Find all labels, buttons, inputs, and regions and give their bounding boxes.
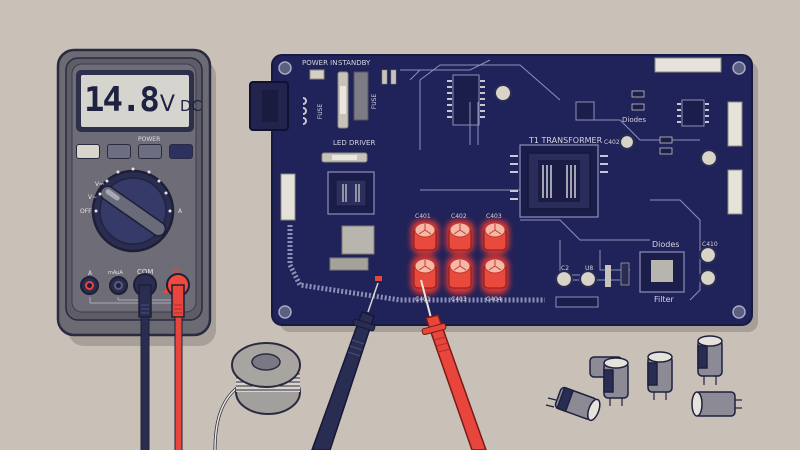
label-led-driver: LED DRIVER [333,139,376,147]
lcd-reading-value: 14.8 [84,80,160,120]
ma-jack[interactable] [109,276,128,295]
cap-label: C401 [415,213,431,220]
label-standby: STANDBY [338,59,371,67]
power-button-label: POWER [138,136,161,143]
hold-button[interactable] [76,144,100,159]
black-probe [311,276,382,450]
dial-label-a: A [178,208,183,215]
cap-label: C403 [451,296,467,303]
dial-label-v-dc: V⎓ [95,181,104,188]
jack-label-v: VΩ [172,268,181,275]
cap-label: C402 [451,213,467,220]
power-button[interactable] [138,144,162,159]
jack-label-a: A [88,270,93,277]
label-c410: C410 [702,241,718,248]
lcd-display: 14.8 V DC [84,80,202,126]
backlight-button[interactable] [169,144,193,159]
label-c402-right: C402 [604,139,620,146]
dial-label-off: OFF [80,208,92,215]
cap-label: C401 [415,296,431,303]
range-button[interactable] [107,144,131,159]
amp-jack[interactable] [80,276,99,295]
jack-label-com: COM [137,268,154,276]
cap-label: C404 [486,296,502,303]
jack-label-ma: mAµA [108,270,123,276]
red-probe [420,279,487,450]
dial-label-v-ac: V~ [88,194,98,201]
label-diodes-top: Diodes [622,116,647,124]
lcd-reading-mode: DC [179,97,202,115]
cap-label: C403 [486,213,502,220]
label-filter: Filter [654,295,674,304]
label-u8: U8 [585,265,594,272]
lcd-reading-unit: V [159,92,175,117]
label-transformer: T1 TRANSFORMER [529,136,603,145]
label-diodes-bottom: Diodes [652,240,680,249]
label-c2: C2 [561,265,570,272]
label-power-in: POWER IN [302,59,338,67]
